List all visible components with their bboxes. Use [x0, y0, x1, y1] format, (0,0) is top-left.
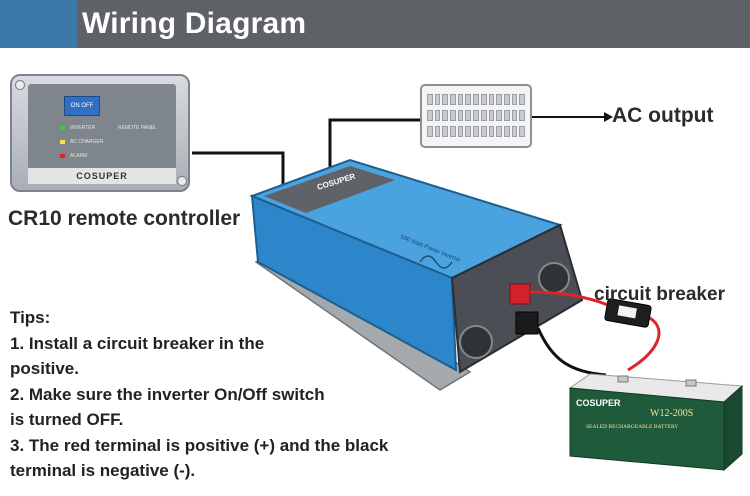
outlet-icon — [457, 126, 464, 137]
tips-line: 1. Install a circuit breaker in the — [10, 333, 265, 353]
outlet-icon — [473, 126, 479, 137]
on-off-button[interactable]: ON OFF — [64, 96, 100, 116]
outlet-icon — [465, 126, 472, 137]
remote-controller-label: CR10 remote controller — [8, 207, 241, 230]
inverter-side — [250, 194, 458, 372]
screw-icon — [15, 80, 25, 90]
outlet-icon — [511, 110, 518, 121]
outlet-icon — [503, 94, 510, 105]
ac-charger-led-icon — [60, 140, 65, 144]
outlet-icon — [480, 126, 487, 137]
ac-output-arrowhead — [604, 112, 613, 122]
outlet-icon — [519, 126, 525, 137]
tips-heading: Tips: — [10, 308, 51, 327]
outlet-icon — [450, 94, 456, 105]
indicator-inverter: INVERTER — [70, 125, 96, 131]
outlet-icon — [442, 94, 449, 105]
outlet-icon — [434, 126, 441, 137]
page-title: Wiring Diagram — [82, 7, 307, 40]
remote-cable — [192, 151, 285, 185]
outlet-icon — [434, 94, 441, 105]
ac-output-outlets — [420, 84, 532, 148]
outlet-icon — [465, 94, 472, 105]
outlet-row-top — [427, 94, 525, 106]
battery-brand: COSUPER — [576, 398, 621, 408]
outlet-icon — [473, 110, 479, 121]
outlet-icon — [511, 94, 518, 105]
outlet-icon — [427, 94, 433, 105]
outlet-icon — [427, 110, 433, 121]
inverter-top-strip — [264, 166, 395, 213]
outlet-icon — [480, 110, 487, 121]
alarm-led-icon — [60, 154, 65, 158]
outlet-icon — [519, 94, 525, 105]
sine-wave-mark — [419, 255, 453, 269]
outlet-icon — [465, 110, 472, 121]
outlet-icon — [427, 126, 433, 137]
screw-icon — [177, 176, 187, 186]
indicator-ac-charger: AC CHARGER — [70, 139, 104, 145]
header-accent — [0, 0, 77, 48]
fan-left — [459, 325, 493, 359]
outlet-icon — [496, 94, 502, 105]
outlet-icon — [503, 126, 510, 137]
inverter-led-icon — [60, 126, 65, 130]
positive-wire-to-battery — [627, 316, 661, 372]
outlet-icon — [442, 126, 449, 137]
tips-line: terminal is negative (-). — [10, 461, 196, 480]
outlet-icon — [503, 110, 510, 121]
outlet-row-mid — [427, 110, 525, 122]
header-bar — [0, 0, 750, 48]
tips-line: is turned OFF. — [10, 410, 124, 429]
outlet-icon — [473, 94, 479, 105]
positive-terminal — [509, 283, 531, 305]
outlet-icon — [450, 110, 456, 121]
outlet-icon — [511, 126, 518, 137]
outlet-icon — [434, 110, 441, 121]
battery: COSUPER W12-200S SEALED RECHARGEABLE BAT… — [568, 373, 744, 472]
tips-line: 3. The red terminal is positive (+) and … — [10, 435, 389, 455]
outlet-icon — [450, 126, 456, 137]
outlet-icon — [488, 110, 495, 121]
battery-side — [723, 384, 743, 472]
circuit-breaker-window — [617, 305, 637, 319]
outlet-icon — [442, 110, 449, 121]
outlet-icon — [480, 94, 487, 105]
remote-panel-label: REMOTE PANEL — [118, 125, 157, 131]
outlet-row-bottom — [427, 126, 525, 138]
fan-right — [538, 262, 570, 294]
negative-terminal — [515, 311, 539, 335]
outlet-icon — [496, 110, 502, 121]
battery-terminal-negative — [685, 379, 697, 387]
positive-wire — [529, 290, 609, 307]
ac-output-label: AC output — [612, 104, 714, 127]
battery-model: W12-200S — [650, 408, 693, 419]
outlet-icon — [488, 94, 495, 105]
tips-line: 2. Make sure the inverter On/Off switch — [10, 384, 325, 404]
outlet-icon — [457, 94, 464, 105]
remote-controller: ON OFF INVERTER AC CHARGER ALARM REMOTE … — [10, 74, 190, 192]
battery-terminal-positive — [617, 375, 629, 383]
tips-block: Tips: 1. Install a circuit breaker in th… — [10, 305, 388, 484]
outlet-icon — [457, 110, 464, 121]
indicator-alarm: ALARM — [70, 153, 88, 159]
ac-output-cable — [328, 118, 420, 168]
outlet-icon — [488, 126, 495, 137]
outlet-icon — [496, 126, 502, 137]
tips-line: positive. — [10, 359, 79, 378]
outlet-icon — [519, 110, 525, 121]
circuit-breaker-label: circuit breaker — [594, 284, 725, 305]
remote-face — [28, 84, 176, 176]
battery-subtitle: SEALED RECHARGEABLE BATTERY — [586, 424, 678, 430]
negative-wire — [536, 327, 607, 377]
remote-brand: COSUPER — [28, 168, 176, 184]
